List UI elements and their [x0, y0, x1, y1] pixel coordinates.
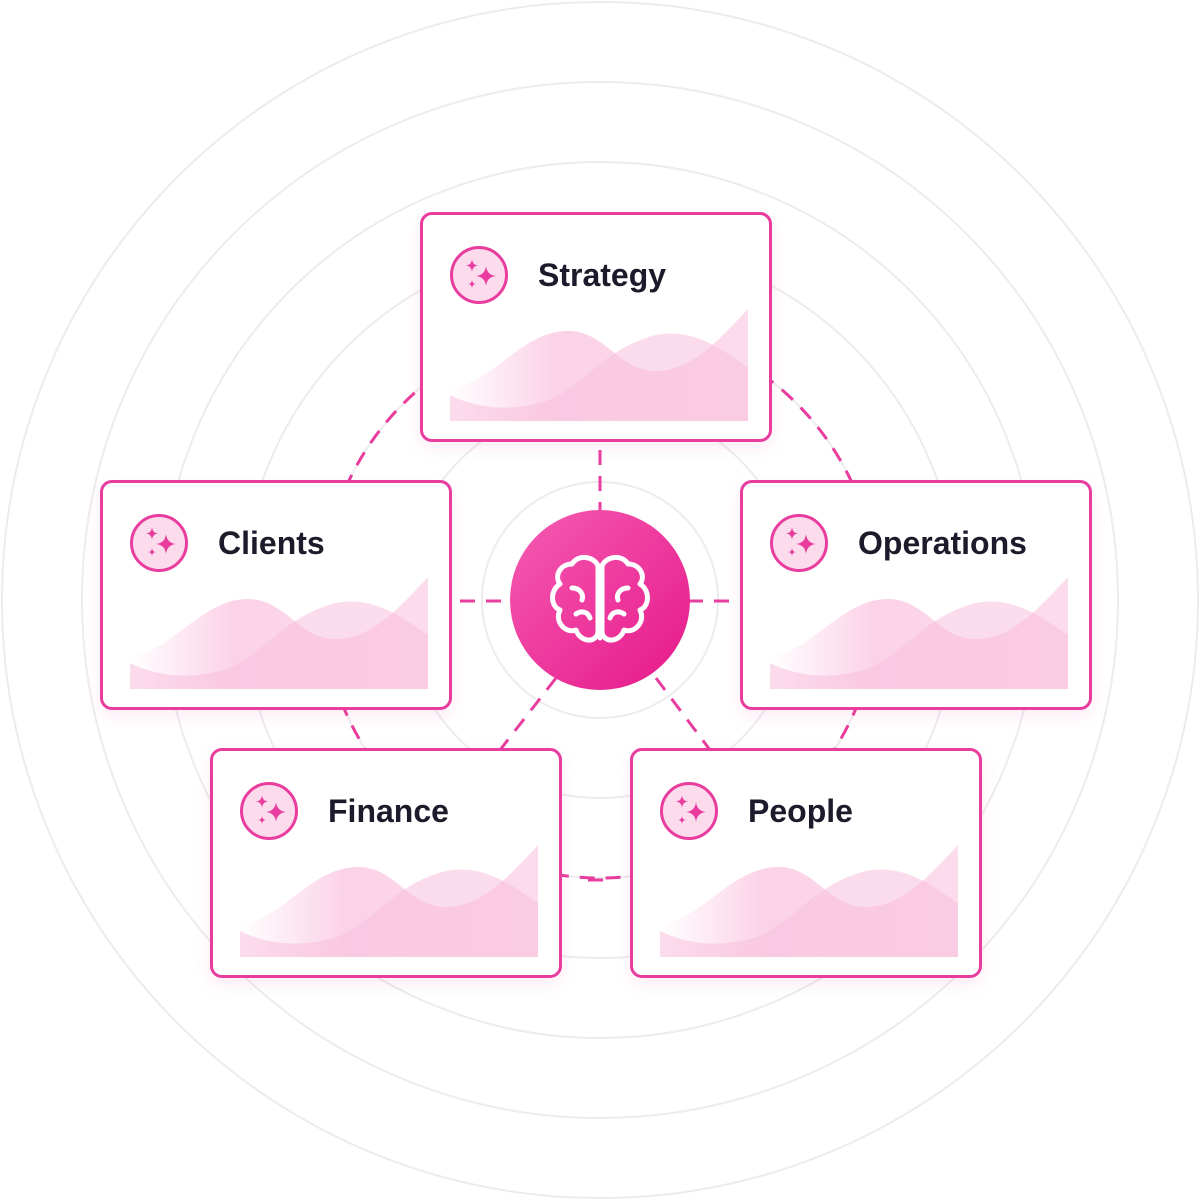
sparkles-icon	[130, 514, 188, 572]
area-chart-graphic	[240, 845, 538, 957]
node-card-operations[interactable]: Operations	[740, 480, 1092, 710]
area-chart-graphic	[660, 845, 958, 957]
node-card-clients[interactable]: Clients	[100, 480, 452, 710]
node-label: Operations	[858, 525, 1027, 561]
node-label: People	[748, 793, 853, 829]
brain-icon	[550, 555, 650, 643]
node-label: Strategy	[538, 257, 667, 293]
area-chart-graphic	[770, 577, 1068, 689]
sparkles-icon	[660, 782, 718, 840]
area-chart-graphic	[130, 577, 428, 689]
node-card-strategy[interactable]: Strategy	[420, 212, 772, 442]
area-chart-graphic	[450, 309, 748, 421]
node-label: Clients	[218, 525, 325, 561]
connector-people	[654, 677, 712, 751]
sparkles-icon	[770, 514, 828, 572]
sparkles-icon	[240, 782, 298, 840]
brain-hub	[510, 510, 690, 690]
sparkles-icon	[450, 246, 508, 304]
node-card-people[interactable]: People	[630, 748, 982, 978]
node-label: Finance	[328, 793, 449, 829]
node-card-finance[interactable]: Finance	[210, 748, 562, 978]
